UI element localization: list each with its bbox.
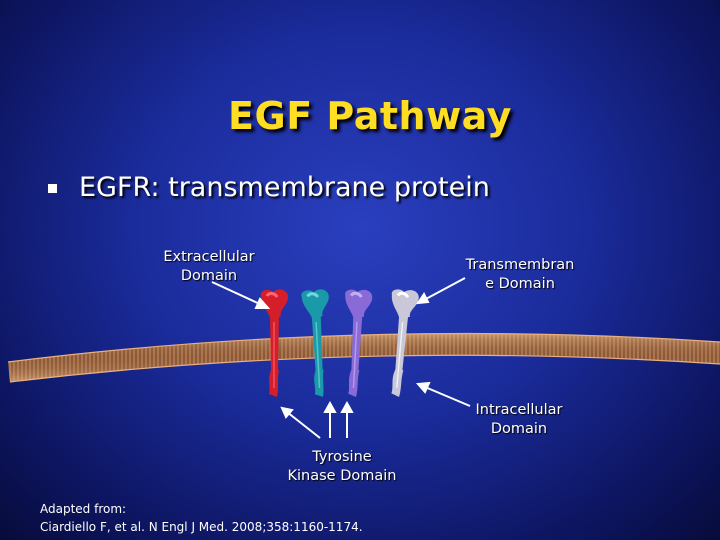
label-tyrosine-kinase: Tyrosine Kinase Domain [272,448,412,486]
slide-title: EGF Pathway [0,94,720,138]
label-line: Domain [150,267,268,286]
label-transmembrane: Transmembran e Domain [452,256,588,294]
label-intracellular: Intracellular Domain [458,401,580,439]
bullet-square-icon [48,184,57,193]
label-line: Tyrosine [272,448,412,467]
label-line: Extracellular [150,248,268,267]
cell-membrane [8,334,720,382]
bullet-text: EGFR: transmembrane protein [79,172,490,203]
arrow-kinase-1 [282,408,320,438]
bullet-item: EGFR: transmembrane protein [48,172,490,203]
label-line: Transmembran [452,256,588,275]
label-line: Intracellular [458,401,580,420]
label-line: e Domain [452,275,588,294]
label-line: Kinase Domain [272,467,412,486]
arrow-kinase-2 [325,403,335,438]
citation-line: Ciardiello F, et al. N Engl J Med. 2008;… [40,518,363,536]
arrow-kinase-3 [342,403,352,438]
citation: Adapted from: Ciardiello F, et al. N Eng… [40,500,363,536]
label-line: Domain [458,420,580,439]
label-extracellular: Extracellular Domain [150,248,268,286]
citation-line: Adapted from: [40,500,363,518]
